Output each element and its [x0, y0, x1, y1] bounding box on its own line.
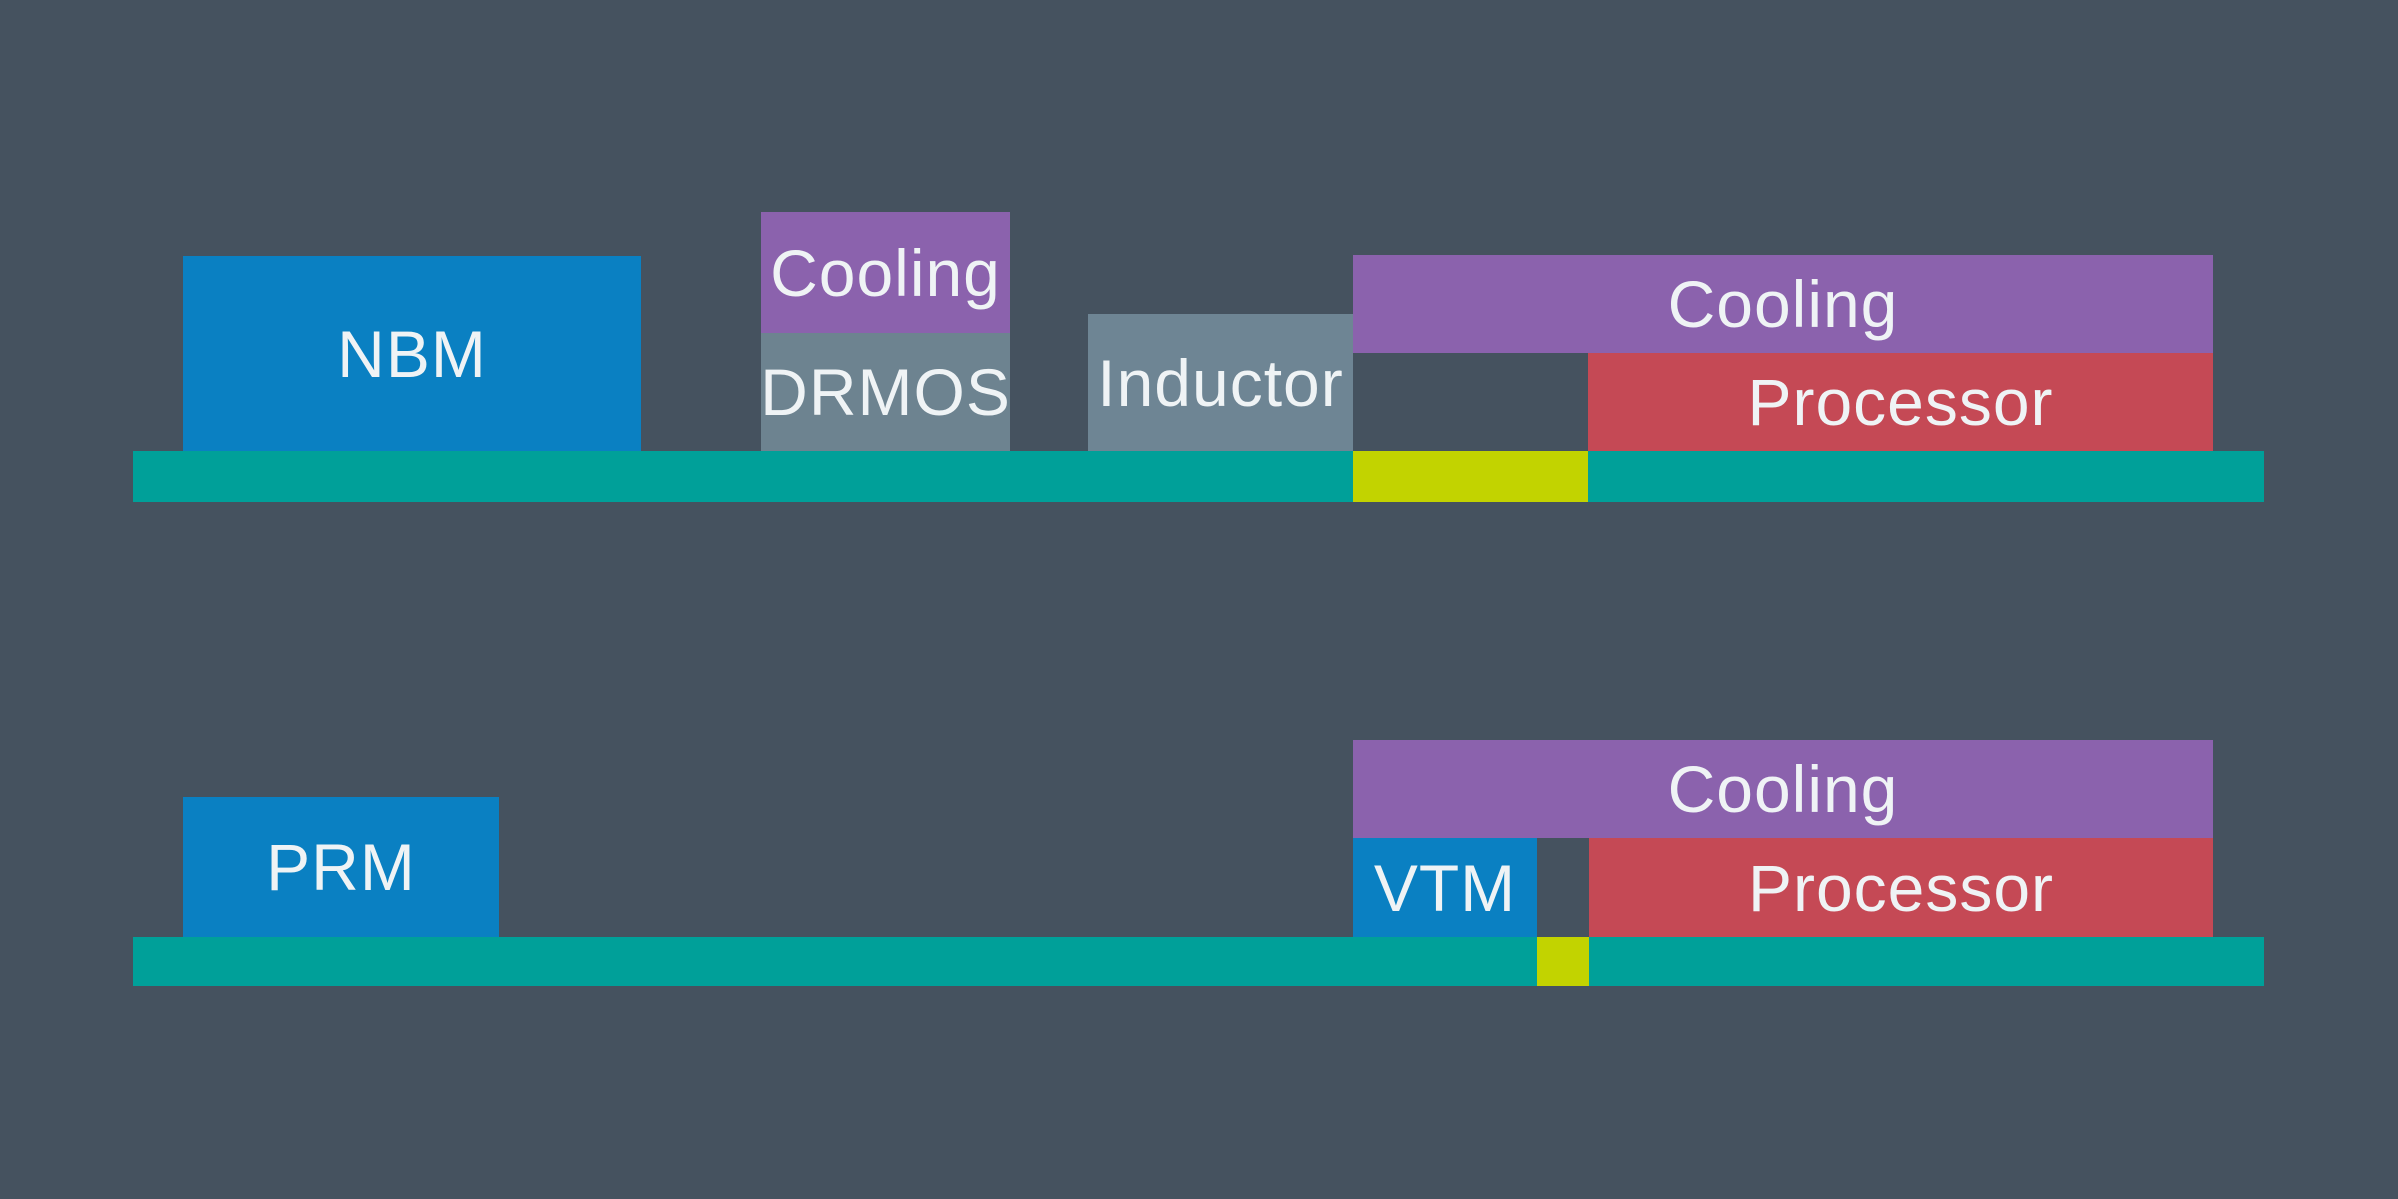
drmos-module: DRMOS [760, 333, 1011, 451]
pcb-board-top [133, 451, 2264, 502]
cooling-heatsink-processor-top: Cooling [1353, 255, 2213, 353]
board-highlight-yellow-bottom [1537, 937, 1589, 986]
pcb-board-bottom [133, 937, 2264, 986]
processor-bottom-label: Processor [1747, 850, 2055, 925]
cooling-heatsink-processor-bottom: Cooling [1353, 740, 2213, 838]
inductor-label: Inductor [1097, 345, 1344, 420]
vtm-label: VTM [1373, 850, 1517, 925]
nbm-label: NBM [337, 316, 487, 391]
vtm-module: VTM [1353, 838, 1537, 937]
cooling-bottom-label: Cooling [1667, 752, 1899, 826]
cooling-top-label: Cooling [1667, 267, 1899, 341]
processor-module-bottom: Processor [1589, 838, 2213, 937]
processor-top-label: Processor [1747, 365, 2054, 439]
nbm-module: NBM [183, 256, 641, 451]
drmos-label: DRMOS [760, 355, 1011, 429]
cooling-heatsink-drmos: Cooling [761, 212, 1010, 333]
cooling-small-label: Cooling [770, 235, 1001, 310]
processor-module-top: Processor [1588, 353, 2213, 451]
board-highlight-yellow-top [1353, 451, 1588, 502]
prm-module: PRM [183, 797, 499, 937]
inductor-module: Inductor [1088, 314, 1353, 451]
prm-label: PRM [266, 830, 416, 904]
